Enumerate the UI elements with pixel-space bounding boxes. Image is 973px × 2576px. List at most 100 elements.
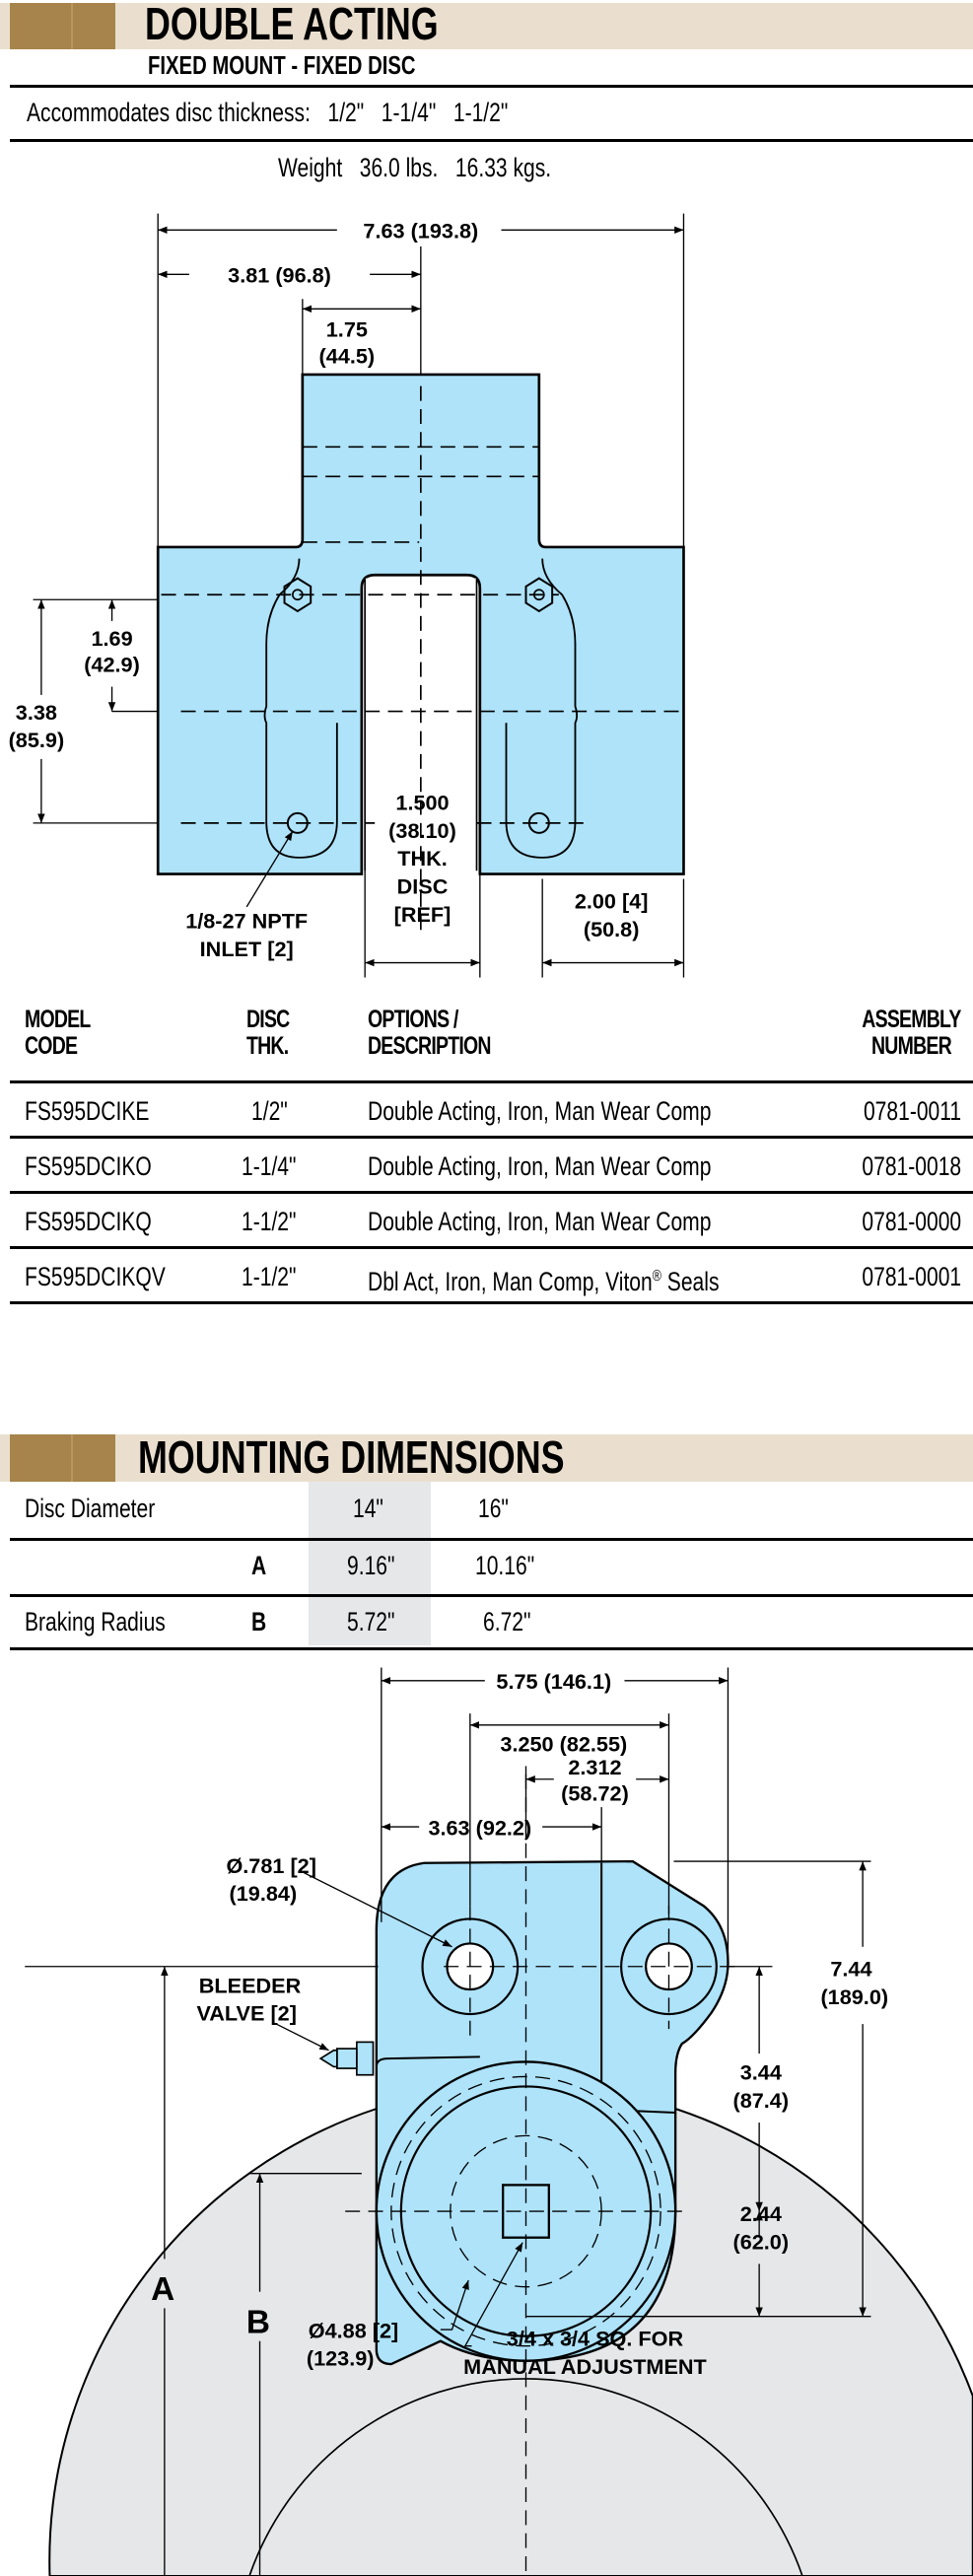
divider xyxy=(10,1301,973,1304)
dim-offset: 2.312 xyxy=(568,1755,621,1779)
caliper-top-view xyxy=(33,213,685,978)
dim-overall-width: 5.75 (146.1) xyxy=(496,1669,611,1694)
table-row: FS595DCIKO 1-1/4" Double Acting, Iron, M… xyxy=(0,1139,973,1194)
model-code: FS595DCIKE xyxy=(25,1096,150,1126)
header-accent-block xyxy=(10,1434,115,1482)
dim-height-2: 3.38 xyxy=(16,700,57,725)
hole-callout-mm: (19.84) xyxy=(230,1881,298,1906)
divider xyxy=(10,1647,973,1650)
dim-disc: 1.500 xyxy=(395,791,449,815)
dim-height-mm: (189.0) xyxy=(820,1984,888,2009)
caliper-body xyxy=(156,373,685,875)
divider xyxy=(10,85,973,88)
accommodates-label: Accommodates disc thickness: xyxy=(27,98,311,127)
thickness-value: 1-1/4" xyxy=(381,98,437,127)
bleeder-valve-icon xyxy=(318,2041,375,2076)
inlet-callout: 1/8-27 NPTF xyxy=(185,909,308,934)
key-a: A xyxy=(251,1551,267,1580)
dim-block-width: 1.75 xyxy=(326,317,368,342)
value-14: 5.72" xyxy=(347,1607,395,1636)
section-title: DOUBLE ACTING xyxy=(145,0,439,49)
dim-center: 3.63 (92.2) xyxy=(428,1815,531,1840)
disc-thickness-row: Accommodates disc thickness: 1/2" 1-1/4"… xyxy=(27,97,644,128)
weight-label: Weight xyxy=(278,153,343,182)
dim-hole-spacing: 3.250 (82.55) xyxy=(500,1731,627,1756)
disc-thickness: 1-1/2" xyxy=(242,1262,297,1291)
dim-disc-label: DISC xyxy=(397,874,449,899)
value-14: 14" xyxy=(353,1494,383,1523)
divider xyxy=(10,1136,973,1139)
model-code: FS595DCIKQ xyxy=(25,1207,152,1236)
dim-disc-ref: [REF] xyxy=(394,902,452,927)
dim-offset-mm: (58.72) xyxy=(561,1780,629,1805)
bleeder-callout-count: VALVE [2] xyxy=(196,2001,296,2026)
table-row: FS595DCIKQV 1-1/2" Dbl Act, Iron, Man Co… xyxy=(0,1249,973,1304)
description: Double Acting, Iron, Man Wear Comp xyxy=(368,1096,712,1126)
description: Double Acting, Iron, Man Wear Comp xyxy=(368,1151,712,1181)
label-a: A xyxy=(151,2271,174,2308)
key-b: B xyxy=(251,1607,267,1636)
dim-overall-width: 7.63 (193.8) xyxy=(363,219,478,244)
value-16: 6.72" xyxy=(483,1607,531,1636)
thickness-value: 1-1/2" xyxy=(452,98,509,127)
divider xyxy=(10,1080,973,1083)
divider xyxy=(10,139,973,142)
col-header-options: OPTIONS /DESCRIPTION xyxy=(368,1006,491,1060)
braking-radius-label: Braking Radius xyxy=(25,1607,166,1636)
hex-nut xyxy=(524,577,554,613)
description: Double Acting, Iron, Man Wear Comp xyxy=(368,1207,712,1236)
dim-side-mm: (50.8) xyxy=(584,917,640,941)
inlet-port xyxy=(286,811,309,834)
dim-block-width-mm: (44.5) xyxy=(319,343,376,368)
assembly-number: 0781-0018 xyxy=(862,1151,961,1181)
inlet-callout-count: INLET [2] xyxy=(200,937,294,961)
value-16: 16" xyxy=(478,1494,509,1523)
hex-nut xyxy=(283,577,313,613)
table-row: FS595DCIKQ 1-1/2" Double Acting, Iron, M… xyxy=(0,1194,973,1249)
divider xyxy=(10,1246,973,1249)
disc-thickness: 1/2" xyxy=(251,1096,288,1126)
dim-disc-thk: THK. xyxy=(397,846,448,870)
disc-thickness: 1-1/2" xyxy=(242,1207,297,1236)
description: Dbl Act, Iron, Man Comp, Viton® Seals xyxy=(368,1267,720,1296)
model-code: FS595DCIKQV xyxy=(25,1262,166,1291)
dim-height: 7.44 xyxy=(830,1957,871,1982)
square-callout-2: MANUAL ADJUSTMENT xyxy=(463,2354,707,2379)
weight-row: Weight 36.0 lbs. 16.33 kgs. xyxy=(278,152,628,183)
divider xyxy=(10,1538,973,1541)
inlet-port xyxy=(527,811,550,834)
dim-height-1-mm: (42.9) xyxy=(84,653,140,677)
dim-lower-mm: (62.0) xyxy=(733,2229,790,2254)
weight-kgs: 16.33 kgs. xyxy=(454,153,552,182)
section-title: MOUNTING DIMENSIONS xyxy=(138,1431,565,1483)
assembly-number: 0781-0000 xyxy=(862,1207,961,1236)
thickness-value: 1/2" xyxy=(327,98,365,127)
table-row: FS595DCIKE 1/2" Double Acting, Iron, Man… xyxy=(0,1083,973,1139)
dim-half-width: 3.81 (96.8) xyxy=(228,263,331,288)
section-header-double-acting: DOUBLE ACTING xyxy=(0,0,973,49)
dim-side: 2.00 [4] xyxy=(575,889,649,914)
highlight-column-14in xyxy=(309,1482,431,1645)
dim-height-2-mm: (85.9) xyxy=(9,728,65,752)
label-b: B xyxy=(246,2304,270,2340)
divider xyxy=(10,1191,973,1194)
weight-lbs: 36.0 lbs. xyxy=(359,153,439,182)
section-header-mounting: MOUNTING DIMENSIONS xyxy=(0,1431,973,1483)
dim-height-1: 1.69 xyxy=(91,626,132,651)
section-subtitle: FIXED MOUNT - FIXED DISC xyxy=(148,50,416,80)
piston-callout-mm: (123.9) xyxy=(307,2346,375,2371)
right-lever xyxy=(505,558,579,859)
square-callout: 3/4 x 3/4 SQ. FOR xyxy=(507,2327,684,2351)
hole-callout: Ø.781 [2] xyxy=(226,1853,315,1878)
piston-callout: Ø4.88 [2] xyxy=(309,2318,398,2342)
disc-thickness: 1-1/4" xyxy=(242,1151,297,1181)
caliper-side-view xyxy=(25,1667,973,2576)
dim-upper-mm: (87.4) xyxy=(733,2088,790,2113)
assembly-number: 0781-0001 xyxy=(862,1262,961,1291)
value-14: 9.16" xyxy=(347,1551,395,1580)
assembly-number: 0781-0011 xyxy=(863,1096,961,1126)
